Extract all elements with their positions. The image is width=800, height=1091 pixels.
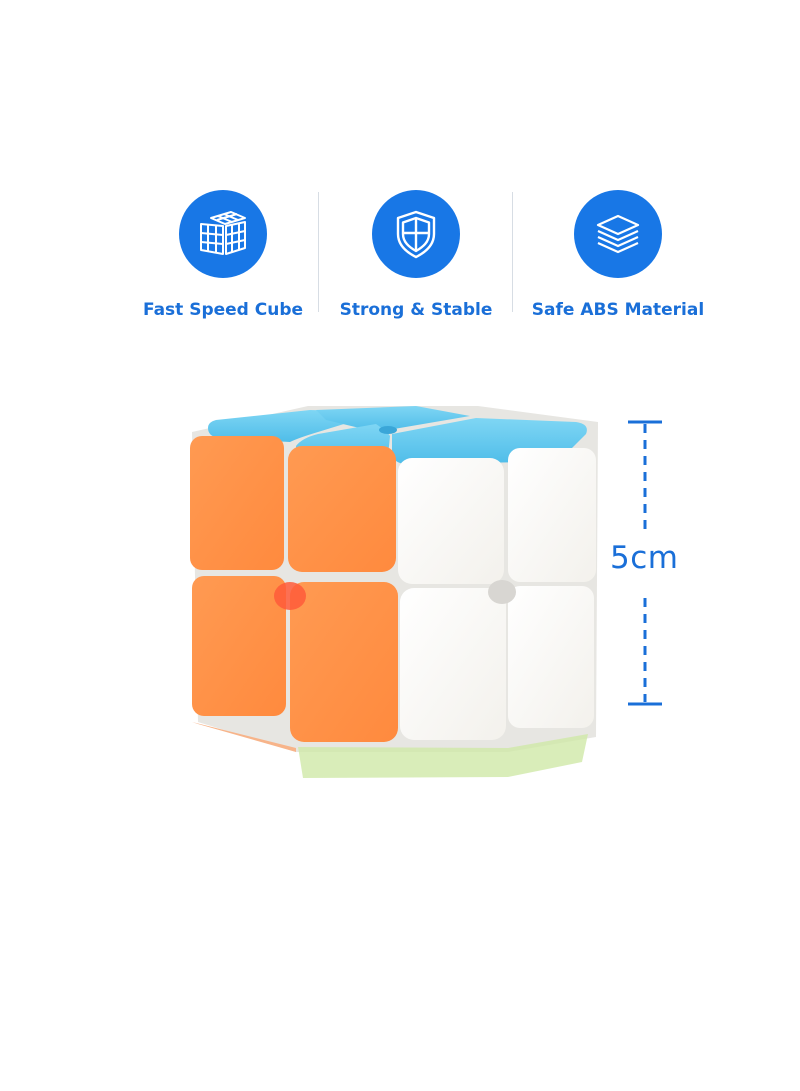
feature-fast-speed-cube: Fast Speed Cube	[128, 190, 318, 320]
layers-icon	[596, 214, 640, 254]
shield-icon	[396, 210, 436, 259]
feature-strong-stable: Strong & Stable	[321, 190, 511, 320]
rubiks-cube-2x2-image	[190, 406, 598, 778]
cube-illustration	[178, 392, 618, 792]
feature-label: Fast Speed Cube	[142, 300, 304, 320]
divider	[318, 192, 319, 312]
feature-icon-badge	[372, 190, 460, 278]
feature-icon-badge	[574, 190, 662, 278]
dimension-marker	[628, 420, 662, 706]
feature-label: Strong & Stable	[339, 300, 493, 320]
dimension-label: 5cm	[610, 540, 679, 576]
cube-icon	[200, 211, 246, 255]
divider	[512, 192, 513, 312]
feature-icon-badge	[179, 190, 267, 278]
feature-label: Safe ABS Material	[531, 300, 705, 320]
feature-safe-abs-material: Safe ABS Material	[523, 190, 713, 320]
